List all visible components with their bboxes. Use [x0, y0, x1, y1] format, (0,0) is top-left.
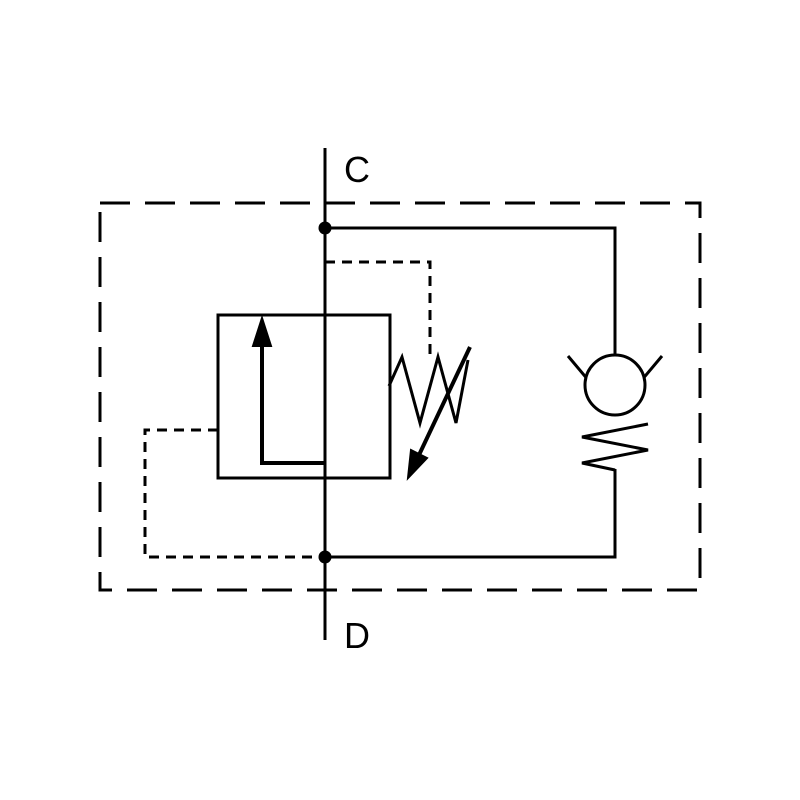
adjustable-spring — [387, 351, 470, 429]
junction-node-bottom — [318, 550, 332, 564]
junction-node-top — [318, 221, 332, 235]
schematic-root — [98, 148, 702, 640]
pilot-line-left — [143, 428, 316, 559]
check-valve-branch-bottom — [325, 469, 617, 559]
port-label-c: C — [344, 149, 370, 190]
pilot-line-top — [325, 260, 432, 356]
adjustment-arrow-shaft — [417, 346, 472, 456]
adjustment-arrowhead — [406, 448, 429, 481]
check-valve-spring — [581, 422, 649, 472]
relief-valve-envelope — [216, 313, 392, 480]
check-valve-ball — [583, 353, 647, 417]
enclosure-dashed-boundary — [98, 201, 702, 592]
port-label-d: D — [344, 615, 370, 656]
flow-direction-arrowhead — [251, 314, 273, 347]
check-valve-branch-top — [325, 226, 617, 360]
flow-direction-arrow-shaft — [260, 338, 325, 465]
